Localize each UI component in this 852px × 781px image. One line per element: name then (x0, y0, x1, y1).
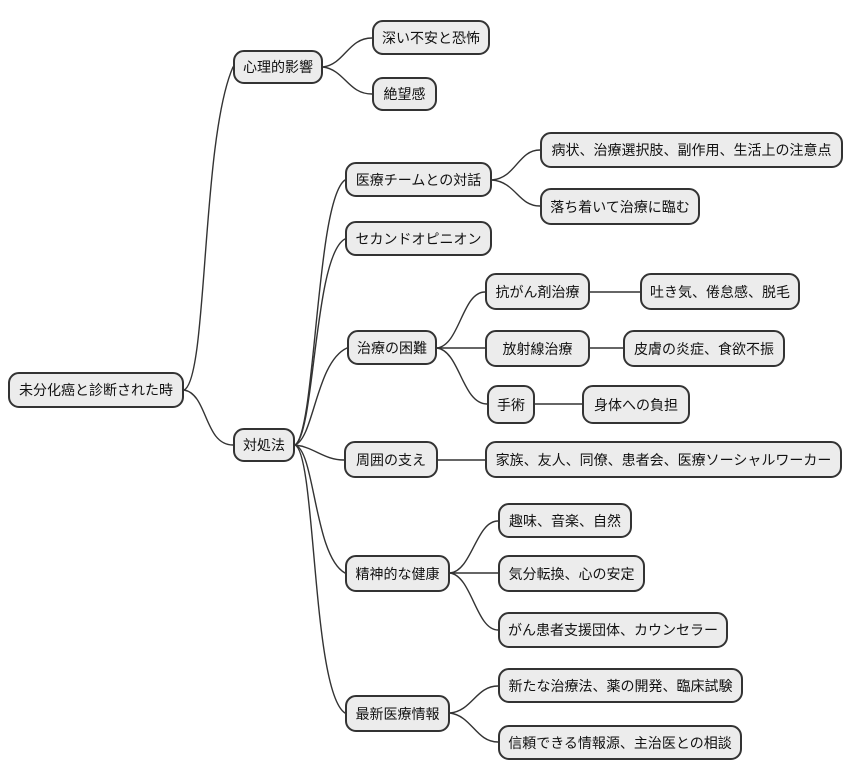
node-radiation-therapy: 放射線治療 (485, 330, 590, 367)
edge-medical-team-symptoms-info (491, 149, 541, 181)
edge-treatment-difficulty-chemotherapy (436, 291, 486, 349)
edge-psychological-impact-deep-anxiety (322, 37, 373, 68)
edge-mental-health-hobbies (449, 520, 499, 574)
node-symptoms-info: 病状、治療選択肢、副作用、生活上の注意点 (540, 132, 843, 168)
edge-mental-health-counselors (449, 572, 499, 631)
node-despair: 絶望感 (372, 77, 437, 111)
node-root: 未分化癌と診断された時 (8, 372, 184, 408)
node-new-treatments: 新たな治療法、薬の開発、臨床試験 (498, 668, 743, 703)
node-treatment-difficulty: 治療の困難 (347, 330, 437, 365)
node-support-people: 家族、友人、同僚、患者会、医療ソーシャルワーカー (485, 441, 842, 478)
node-surrounding-support: 周囲の支え (344, 441, 438, 478)
node-chemo-side-effects: 吐き気、倦怠感、脱毛 (640, 273, 800, 310)
edge-psychological-impact-despair (322, 66, 373, 95)
node-support-groups-counselor: がん患者支援団体、カウンセラー (498, 612, 728, 648)
node-medical-team-dialogue: 医療チームとの対話 (345, 162, 492, 197)
edge-root-coping (183, 389, 234, 446)
node-radiation-side-effects: 皮膚の炎症、食欲不振 (623, 330, 785, 367)
node-deep-anxiety-fear: 深い不安と恐怖 (372, 20, 490, 55)
node-hobbies-music-nature: 趣味、音楽、自然 (498, 503, 632, 538)
node-psychological-impact: 心理的影響 (233, 50, 323, 84)
node-latest-medical-info: 最新医療情報 (345, 695, 450, 732)
edge-medical-team-calm-treatment (491, 179, 541, 207)
node-calm-treatment: 落ち着いて治療に臨む (540, 188, 700, 225)
edge-coping-treatment-difficulty (294, 347, 348, 446)
node-second-opinion: セカンドオピニオン (345, 221, 492, 256)
edge-coping-latest-info (294, 444, 346, 714)
node-mental-health: 精神的な健康 (345, 555, 450, 592)
node-surgery: 手術 (487, 385, 535, 424)
node-chemotherapy: 抗がん剤治療 (485, 273, 590, 310)
edge-latest-info-reliable-sources (449, 712, 499, 743)
edge-latest-info-new-treatments (449, 685, 499, 714)
edge-root-psychological-impact (183, 66, 234, 391)
edge-coping-support (294, 444, 345, 461)
node-mood-stability: 気分転換、心の安定 (498, 555, 645, 592)
edge-coping-mental-health (294, 444, 346, 574)
node-physical-burden: 身体への負担 (582, 385, 690, 424)
edge-treatment-difficulty-surgery (436, 347, 488, 405)
edge-coping-second-opinion (294, 238, 346, 446)
node-coping: 対処法 (233, 428, 295, 462)
node-reliable-sources: 信頼できる情報源、主治医との相談 (498, 725, 742, 760)
